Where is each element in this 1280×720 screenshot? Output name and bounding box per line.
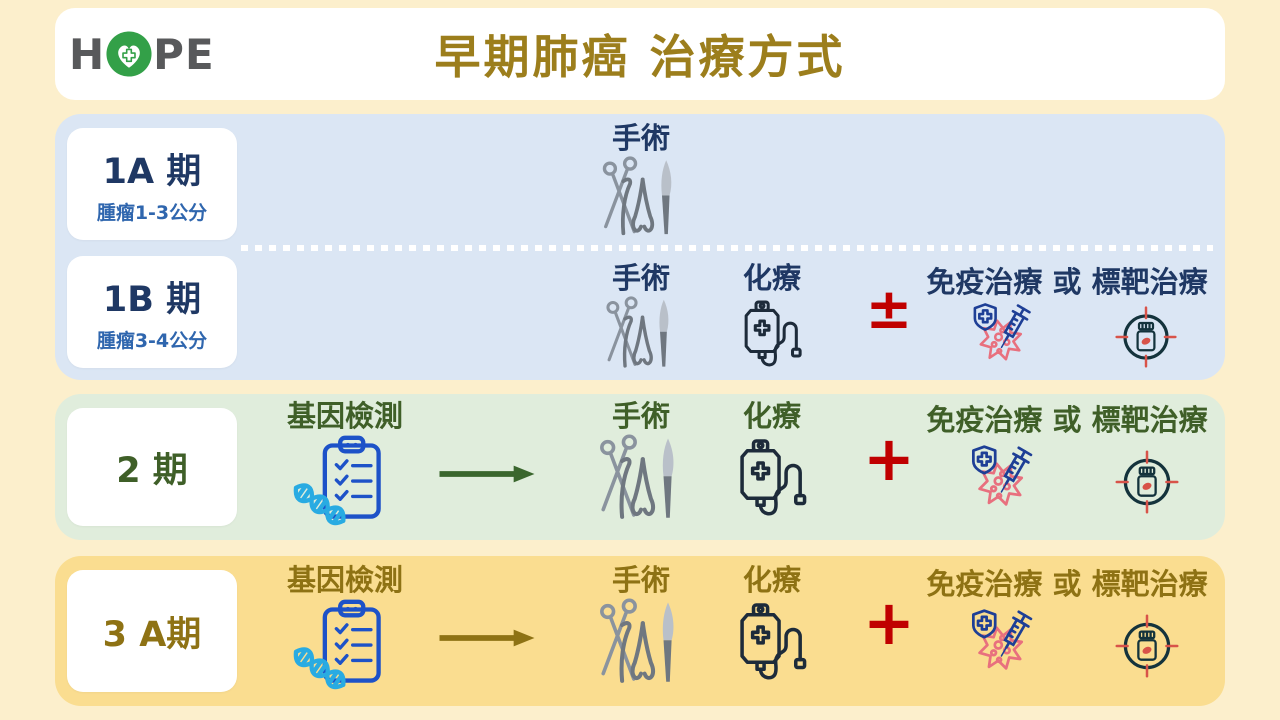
immuno-or-target-label: 免疫治療 或 標靶治療 (926, 567, 1208, 601)
hope-logo: H PE (69, 8, 215, 100)
immunotherapy-icon (955, 442, 1051, 520)
stage-divider-dotted-line (241, 245, 1213, 251)
stage2-surgery-block: 手術 (581, 398, 701, 524)
stage2-chemo-block: 化療 (712, 398, 832, 522)
chemo-label: 化療 (742, 399, 801, 433)
plus-operator: + (863, 586, 915, 659)
stage3-panel: 3 A期 基因檢測 手術 化療 + 免疫治療 或 標靶治療 (55, 556, 1225, 706)
immunotherapy-icon (955, 606, 1051, 684)
immunotherapy-icon (955, 300, 1051, 374)
gene-test-clipboard-dna-icon (289, 434, 401, 530)
surgery-label: 手術 (611, 563, 670, 597)
stage1b-surgery-block: 手術 (581, 260, 701, 372)
stage-3a-card: 3 A期 (67, 570, 237, 692)
stage-1b-note: 腫瘤3-4公分 (96, 330, 208, 352)
stage1b-chemo-block: 化療 (712, 260, 832, 372)
iv-bag-icon (727, 434, 817, 522)
stage2-panel: 2 期 基因檢測 手術 化療 + 免疫治療 或 標靶治療 (55, 394, 1225, 540)
page-title: 早期肺癌 治療方式 (434, 30, 846, 84)
iv-bag-icon (732, 296, 812, 372)
stage-1a-card: 1A 期 腫瘤1-3公分 (67, 128, 237, 240)
targeted-therapy-icon (1111, 302, 1181, 372)
chemo-label: 化療 (742, 563, 801, 597)
header-bar: H PE 早期肺癌 治療方式 (55, 8, 1225, 100)
surgery-tools-icon (601, 296, 681, 372)
plus-minus-operator: ± (865, 277, 913, 342)
stage1-panel: 1A 期 腫瘤1-3公分 手術 1B 期 腫瘤3-4公分 手術 化療 ± 免疫治… (55, 114, 1225, 380)
arrow-right-icon (437, 464, 537, 484)
iv-bag-icon (727, 598, 817, 686)
surgery-label: 手術 (611, 121, 670, 155)
surgery-label: 手術 (611, 261, 670, 295)
immuno-or-target-label: 免疫治療 或 標靶治療 (926, 403, 1208, 437)
targeted-therapy-icon (1111, 446, 1183, 518)
stage3a-surgery-block: 手術 (581, 562, 701, 688)
immuno-or-target-label: 免疫治療 或 標靶治療 (926, 265, 1208, 299)
gene-test-clipboard-dna-icon (289, 598, 401, 694)
surgery-tools-icon (595, 434, 687, 524)
plus-operator: + (863, 422, 915, 495)
stage-1b-card: 1B 期 腫瘤3-4公分 (67, 256, 237, 368)
surgery-label: 手術 (611, 399, 670, 433)
logo-text-pe: PE (153, 29, 215, 79)
gene-test-label: 基因檢測 (286, 399, 403, 433)
targeted-therapy-icon (1111, 610, 1183, 682)
logo-text-h: H (69, 29, 106, 79)
surgery-tools-icon (597, 156, 685, 240)
stage3a-chemo-block: 化療 (712, 562, 832, 686)
stage-1b-name: 1B 期 (102, 280, 202, 320)
stage-3a-name: 3 A期 (102, 614, 202, 655)
stage-1a-note: 腫瘤1-3公分 (96, 202, 208, 224)
stage-1a-name: 1A 期 (102, 152, 202, 192)
stage-2-card: 2 期 (67, 408, 237, 526)
stage2-gene-test-block: 基因檢測 (265, 398, 425, 530)
surgery-tools-icon (595, 598, 687, 688)
chemo-label: 化療 (742, 261, 801, 295)
stage1a-surgery-block: 手術 (581, 120, 701, 240)
stage3a-gene-test-block: 基因檢測 (265, 562, 425, 694)
gene-test-label: 基因檢測 (286, 563, 403, 597)
arrow-right-icon (437, 628, 537, 648)
stage-2-name: 2 期 (116, 450, 188, 491)
